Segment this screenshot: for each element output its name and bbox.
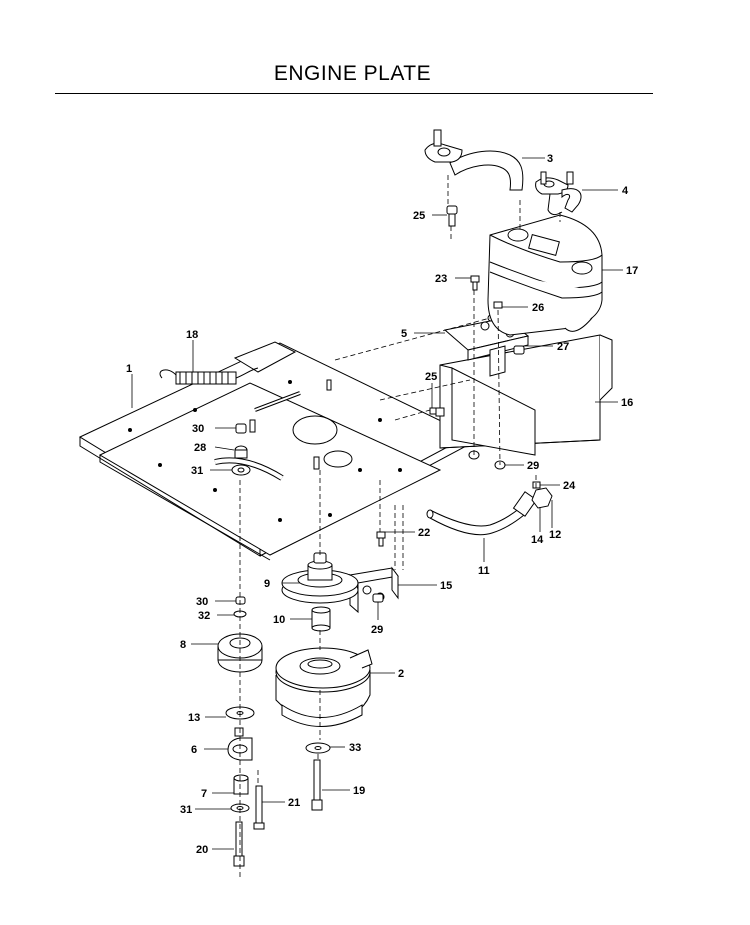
callout-15: 15	[440, 580, 452, 592]
idler-pulley-part-9	[281, 560, 359, 604]
engine-plate	[78, 341, 472, 561]
spring-part-18	[159, 367, 259, 385]
callout-5: 5	[401, 328, 407, 340]
pto-clutch-part-2	[275, 647, 373, 727]
callout-18: 18	[186, 329, 198, 341]
callout-4: 4	[622, 185, 629, 197]
callout-3: 3	[547, 153, 553, 165]
callout-29-lower: 29	[371, 624, 383, 636]
callout-21: 21	[288, 797, 300, 809]
bolt-part-19	[311, 759, 323, 811]
bushing-part-10	[311, 606, 331, 632]
fuel-line-part-11	[426, 481, 553, 536]
callout-20: 20	[196, 844, 208, 856]
callout-10: 10	[273, 614, 285, 626]
callout-30-lower: 30	[196, 596, 208, 608]
callout-19: 19	[353, 785, 365, 797]
callout-13: 13	[188, 712, 200, 724]
callout-25-lower: 25	[425, 371, 437, 383]
idler-pulley-part-8	[217, 633, 263, 673]
bushing-part-7	[233, 774, 249, 795]
assembly-dashed-lines	[239, 175, 561, 880]
callout-26: 26	[532, 302, 544, 314]
callout-1: 1	[126, 363, 132, 375]
callout-28: 28	[194, 442, 206, 454]
bracket-plate-part-16	[439, 334, 613, 456]
callout-32: 32	[198, 610, 210, 622]
callout-25-upper: 25	[413, 210, 425, 222]
leader-lines	[131, 157, 623, 850]
title-rule	[55, 93, 653, 94]
callout-14: 14	[531, 534, 544, 546]
callout-9: 9	[264, 578, 270, 590]
callout-8: 8	[180, 639, 186, 651]
exhaust-pipe-part-4	[535, 171, 582, 216]
callout-33: 33	[349, 742, 361, 754]
bolt-part-20	[233, 821, 245, 867]
callout-17: 17	[626, 265, 638, 277]
muffler-part-17	[487, 214, 603, 336]
bolt-part-22	[376, 531, 386, 547]
callout-31-upper: 31	[191, 465, 203, 477]
callout-24: 24	[563, 480, 576, 492]
callout-31-lower: 31	[180, 804, 192, 816]
plate-hardware	[231, 423, 251, 476]
callout-23: 23	[435, 273, 447, 285]
callout-16: 16	[621, 397, 633, 409]
callout-11: 11	[478, 565, 490, 577]
callout-30-upper: 30	[192, 423, 204, 435]
nut-part-29-lower	[372, 593, 384, 603]
exhaust-pipe-part-3	[424, 129, 524, 191]
callout-12: 12	[549, 529, 561, 541]
callout-27: 27	[557, 341, 569, 353]
callout-29-upper: 29	[527, 460, 539, 472]
callout-22: 22	[418, 527, 430, 539]
diagram-title: ENGINE PLATE	[273, 62, 432, 85]
callout-6: 6	[191, 744, 197, 756]
callout-labels: 1 2 3 4 5 6 7 8 9 10 11 12 13 14 15 16 1…	[126, 153, 638, 856]
washer-part-33	[305, 742, 331, 754]
callout-7: 7	[201, 788, 207, 800]
bolt-part-21	[253, 785, 265, 830]
callout-2: 2	[398, 668, 404, 680]
